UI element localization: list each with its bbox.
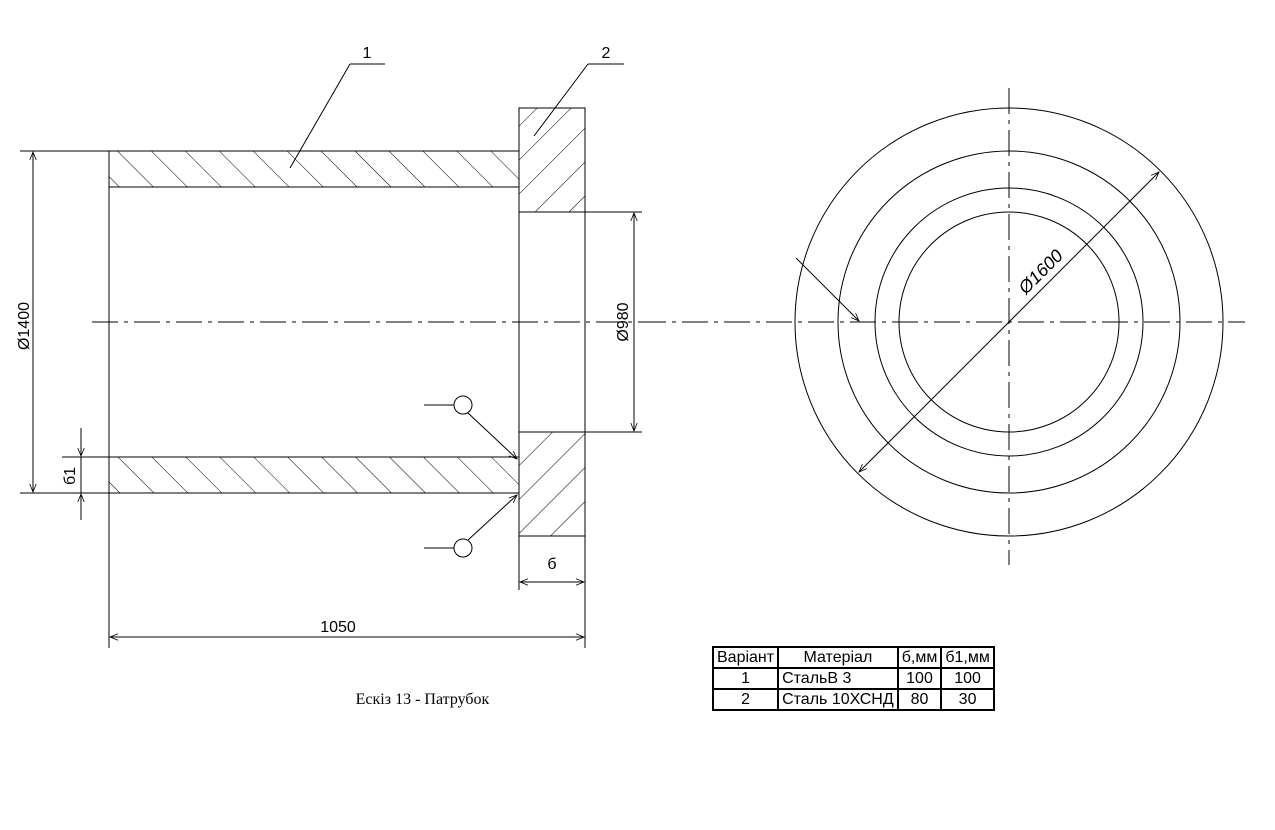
- weld-arrow-bottom: [467, 494, 518, 541]
- leader-arrow-circle: [795, 257, 860, 322]
- pipe-wall-top: [108, 150, 520, 188]
- weld-symbol-bottom: [453, 538, 473, 558]
- variants-table: Варіант Матеріал б,мм б1,мм 1 СтальВ 3 1…: [711, 646, 995, 711]
- dimension-1050: 1050: [320, 619, 356, 636]
- dimension-o980: Ø980: [615, 302, 632, 341]
- table-row: 2 Сталь 10ХСНД 80 30: [711, 688, 995, 711]
- dimension-b: б: [547, 556, 556, 573]
- table-header: б,мм: [896, 646, 943, 669]
- callout-1: 1: [363, 45, 372, 62]
- table-cell: 1: [711, 667, 780, 690]
- dimension-length: 1050: [108, 493, 586, 648]
- table-header: б1,мм: [940, 646, 995, 669]
- table-header: Варіант: [711, 646, 780, 669]
- table-cell: 30: [940, 688, 995, 711]
- table-row: 1 СтальВ 3 100 100: [711, 667, 995, 690]
- side-view: 1 2 Ø1400 б1: [16, 45, 642, 648]
- table-header-row: Варіант Матеріал б,мм б1,мм: [711, 646, 995, 669]
- table-cell: Сталь 10ХСНД: [777, 688, 899, 711]
- callout-2: 2: [602, 45, 611, 62]
- table-cell: СтальВ 3: [777, 667, 899, 690]
- weld-symbol-top: [453, 395, 473, 415]
- table-header: Матеріал: [777, 646, 899, 669]
- dimension-b1: б1: [62, 467, 79, 485]
- flange-bottom: [518, 431, 586, 537]
- table-cell: 80: [896, 688, 943, 711]
- dimension-o1400: Ø1400: [16, 302, 33, 350]
- leader-1: [289, 63, 351, 169]
- dimension-flange-thickness: б: [518, 536, 586, 590]
- table-cell: 100: [940, 667, 995, 690]
- front-view: Ø1600: [640, 88, 1245, 565]
- table-cell: 2: [711, 688, 780, 711]
- pipe-wall-bottom: [108, 456, 520, 494]
- dimension-pipe-wall: б1: [62, 428, 109, 520]
- leader-2: [533, 63, 589, 137]
- flange-top: [518, 107, 586, 213]
- drawing-caption: Ескіз 13 - Патрубок: [355, 691, 490, 708]
- dimension-flange-bore: Ø980: [585, 211, 642, 433]
- dimension-line-o1600: [858, 171, 1160, 473]
- table-cell: 100: [896, 667, 943, 690]
- weld-arrow-top: [467, 412, 518, 460]
